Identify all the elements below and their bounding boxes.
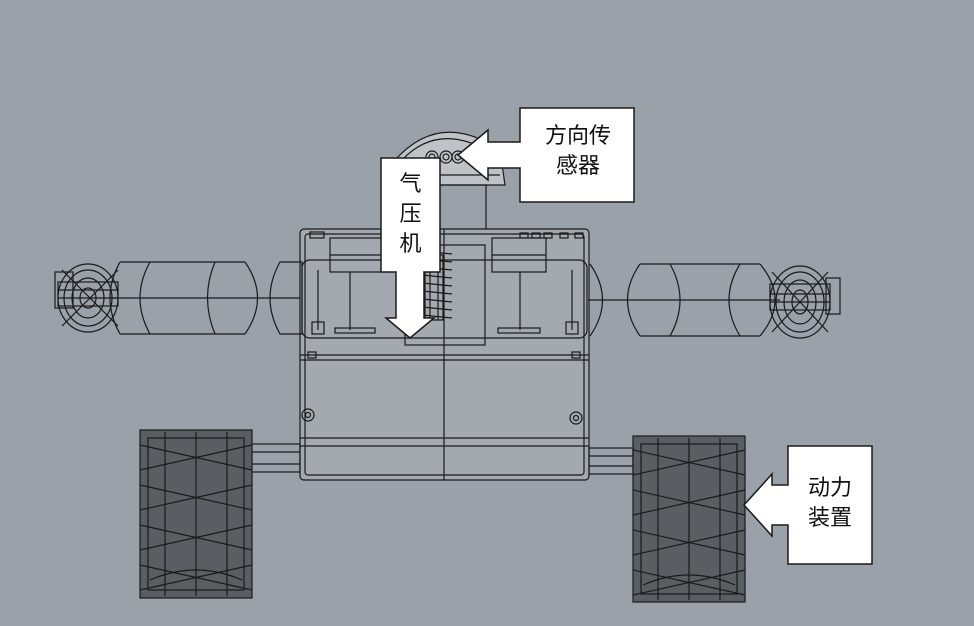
air-compressor-label: 气 压 机	[399, 172, 422, 257]
arrow-pointer-icon	[742, 445, 873, 565]
left-track	[139, 429, 253, 599]
right-arm	[588, 263, 780, 337]
right-propeller	[769, 265, 841, 339]
air-compressor-callout	[380, 157, 441, 339]
right-track	[632, 435, 746, 603]
arrow-pointer-icon	[456, 107, 635, 203]
left-propeller	[54, 263, 119, 333]
power-unit-callout	[742, 445, 873, 565]
main-body	[299, 228, 590, 481]
direction-sensor-label: 方向传 感器	[544, 124, 611, 179]
left-arm	[109, 261, 303, 335]
direction-sensor-callout	[456, 107, 635, 203]
power-unit-label: 动力 装置	[807, 476, 852, 531]
arrow-pointer-icon	[380, 157, 441, 339]
